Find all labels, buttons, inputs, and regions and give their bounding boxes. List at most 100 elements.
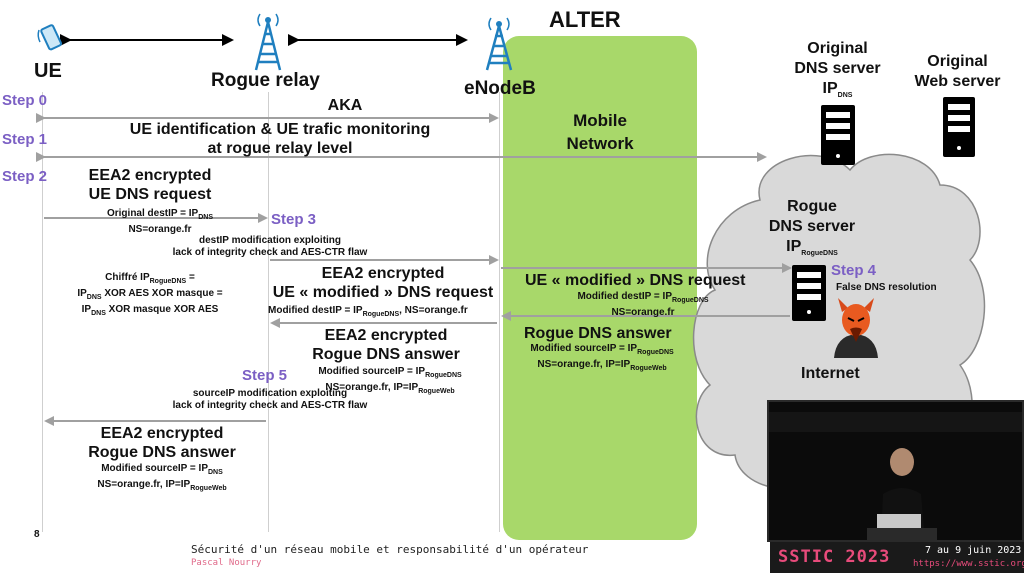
sstic-banner [770,542,1024,573]
mobile-network-label: Mobile Network [540,109,660,155]
speaker-figure [769,402,1022,540]
ue-modified-dns-request-label: UE « modified » DNS request [525,272,746,289]
eea2-req-line1: EEA2 encrypted [88,167,212,184]
chiffre-2sub: DNS [86,294,102,301]
final-3sub: DNS [208,469,223,476]
eea2-rogue-answer-details: Modified sourceIP = IPRogueDNS NS=orange… [290,366,490,398]
ue-modified-destip-label: Modified destIP = IPRogueDNS NS=orange.f… [548,291,738,319]
rogue-answer-details-label: Modified sourceIP = IPRogueDNS NS=orange… [512,343,692,375]
final-answer-details: Modified sourceIP = IPDNS NS=orange.fr, … [62,463,262,495]
eea2-ans-4sub: RogueWeb [418,388,455,395]
chiffre-2a: IP [77,288,87,299]
chiffre-formula-label: Chiffré IPRogueDNS = IPDNS XOR AES XOR m… [60,272,240,320]
chiffre-line2: IPDNS XOR AES XOR masque = [60,288,240,304]
step-0-label: Step 0 [2,92,48,109]
orig-destip-text: Original destIP = IP [106,208,199,219]
chiffre-2b: XOR AES XOR masque = [101,288,223,299]
original-dns-server-icon [821,105,855,165]
footer-title: Sécurité d'un réseau mobile et responsab… [191,543,589,556]
mod-req-line2: UE « modified » DNS request [272,284,494,301]
original-dns-line3: IPDNS [785,79,890,106]
sstic-dates: 7 au 9 juin 2023 [925,545,1022,556]
step-5-label: Step 5 [242,367,288,384]
original-web-line2: Web server [914,73,1001,90]
eea2-ans-3sub: RogueDNS [425,372,462,379]
rogue-dns-answer-label: Rogue DNS answer [524,325,672,342]
original-web-label: Original Web server [905,52,1010,92]
relay-lifeline [268,92,269,532]
eea2-ans-line1: EEA2 encrypted [324,327,448,344]
phone-icon [37,24,63,51]
internet-label: Internet [801,365,860,382]
relay-tower-icon [254,13,282,71]
chiffre-1b: = [186,272,195,283]
eea2-ans-3a: Modified sourceIP = IP [318,366,426,377]
sourceip-modification-label: sourceIP modification exploiting lack of… [145,388,395,412]
mod-req-3a: Modified destIP = IP [268,305,363,316]
ue-ident-line1: UE identification & UE trafic monitoring [129,121,431,138]
mobile-network-box [503,36,697,540]
ue-identification-label: UE identification & UE trafic monitoring… [90,120,470,158]
eea2-ans-line2: Rogue DNS answer [312,346,460,363]
rogue-ans-3a: NS=orange.fr, IP=IP [537,359,631,370]
ue-mod-req-3: Modified destIP = IPRogueDNS [548,291,738,307]
sstic-logo: SSTIC 2023 [778,547,891,567]
rogue-dns-label: Rogue DNS server IPRogueDNS [757,197,867,264]
mobile-network-line2: Network [566,134,634,153]
chiffre-1sub: RogueDNS [149,278,187,285]
final-4sub: RogueWeb [190,485,227,492]
enodeb-label: eNodeB [464,78,536,99]
ue-label: UE [34,60,62,82]
chiffre-line3: IPDNS XOR masque XOR AES [60,304,240,320]
original-dns-label: Original DNS server IPDNS [785,39,890,106]
orig-destip-line: Original destIP = IPDNS [60,208,260,224]
original-dns-line2: DNS server [794,60,881,77]
rogue-dns-line1: Rogue [787,198,837,215]
srcip-mod-line1: sourceIP modification exploiting [192,388,348,399]
orig-dns-ip-sub: DNS [837,92,853,100]
mod-req-line1: EEA2 encrypted [321,265,445,282]
mobile-network-line1: Mobile [573,111,627,130]
ue-mod-req-3a: Modified destIP = IP [577,291,672,302]
rogue-ans-line3: NS=orange.fr, IP=IPRogueWeb [512,359,692,375]
orig-dns-ip: IP [822,80,838,97]
final-4a: NS=orange.fr, IP=IP [97,479,191,490]
final-line1: EEA2 encrypted [100,425,224,442]
original-web-line1: Original [927,53,988,70]
destip-mod-line2: lack of integrity check and AES-CTR flaw [172,247,368,258]
chiffre-3b: XOR masque XOR AES [105,304,219,315]
page-number: 8 [34,529,40,540]
footer-author: Pascal Nourry [191,558,262,568]
chiffre-line1: Chiffré IPRogueDNS = [60,272,240,288]
final-3a: Modified sourceIP = IP [101,463,208,474]
original-web-server-icon [943,97,975,157]
chiffre-3a: IP [81,304,92,315]
modified-destip-label: Modified destIP = IPRogueDNS, NS=orange.… [268,305,508,321]
mod-req-3b: , NS=orange.fr [399,305,468,316]
chiffre-3sub: DNS [91,310,106,317]
ue-lifeline [42,92,43,532]
sstic-url: https://www.sstic.org [913,559,1024,569]
original-destip-label: Original destIP = IPDNS NS=orange.fr [60,208,260,236]
eea2-ans-line3: Modified sourceIP = IPRogueDNS [290,366,490,382]
rogue-dns-line2: DNS server [768,218,856,235]
destip-mod-line1: destIP modification exploiting [198,235,342,246]
final-line4: NS=orange.fr, IP=IPRogueWeb [62,479,262,495]
step-1-label: Step 1 [2,131,48,148]
ue-mod-req-3sub: RogueDNS [672,297,709,304]
step-2-label: Step 2 [2,168,48,185]
false-dns-resolution-label: False DNS resolution [836,282,937,293]
final-line2: Rogue DNS answer [88,444,236,461]
orig-destip-sub: DNS [198,214,214,221]
destip-modification-label: destIP modification exploiting lack of i… [145,235,395,259]
step-3-label: Step 3 [271,211,317,228]
rogue-ans-2sub: RogueDNS [637,349,674,356]
mod-req-3sub: RogueDNS [362,311,400,318]
rogue-dns-ip: IP [786,238,802,255]
ue-ident-line2: at rogue relay level [207,140,353,157]
final-eea2-answer-label: EEA2 encrypted Rogue DNS answer [62,424,262,462]
hacker-devil-icon [834,298,878,358]
eea2-dns-request-label: EEA2 encrypted UE DNS request [60,166,240,204]
alter-label: ALTER [549,7,621,32]
